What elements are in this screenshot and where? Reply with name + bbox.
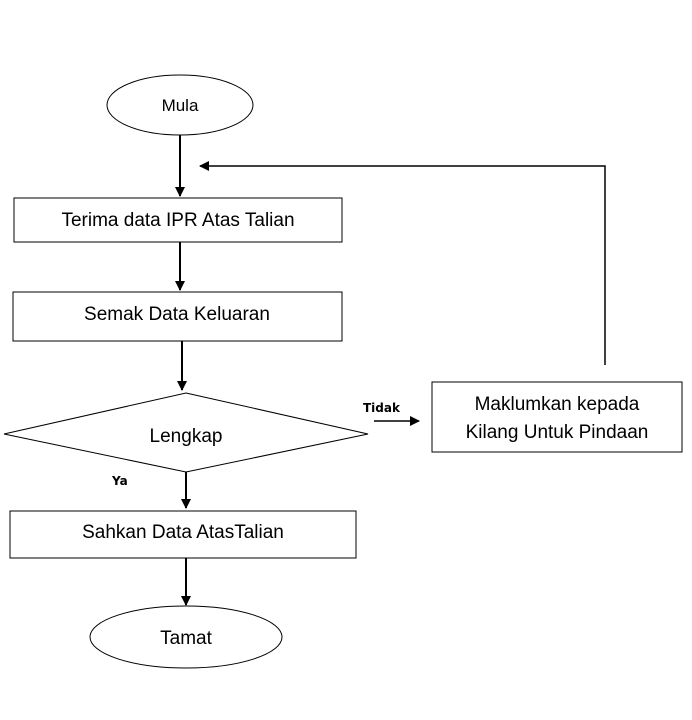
step3-node: Sahkan Data AtasTalian	[9, 510, 357, 559]
step3-label: Sahkan Data AtasTalian	[82, 522, 284, 543]
arrow-notify-loop-back	[199, 161, 606, 365]
start-label: Mula	[162, 96, 199, 115]
step3-box	[9, 510, 357, 559]
end-node: Tamat	[89, 605, 283, 669]
notify-box	[431, 381, 683, 453]
start-node: Mula	[106, 74, 254, 136]
yes-branch-label: Ya	[111, 474, 128, 488]
step2-box	[12, 291, 343, 342]
step2-label: Semak Data Keluaran	[84, 304, 270, 325]
step1-node: Terima data IPR Atas Talian	[13, 197, 343, 243]
end-label: Tamat	[160, 628, 212, 649]
step1-label: Terima data IPR Atas Talian	[61, 210, 294, 231]
decision-label: Lengkap	[150, 426, 223, 447]
notify-label-line1: Maklumkan kepada	[475, 394, 640, 415]
step1-box	[13, 197, 343, 243]
decision-node: Lengkap	[3, 392, 369, 473]
step2-node: Semak Data Keluaran	[12, 291, 343, 342]
notify-node: Maklumkan kepada Kilang Untuk Pindaan	[431, 381, 683, 453]
no-branch-label: Tidak	[363, 401, 401, 415]
end-ellipse	[89, 605, 283, 669]
notify-label-line2: Kilang Untuk Pindaan	[466, 422, 649, 443]
